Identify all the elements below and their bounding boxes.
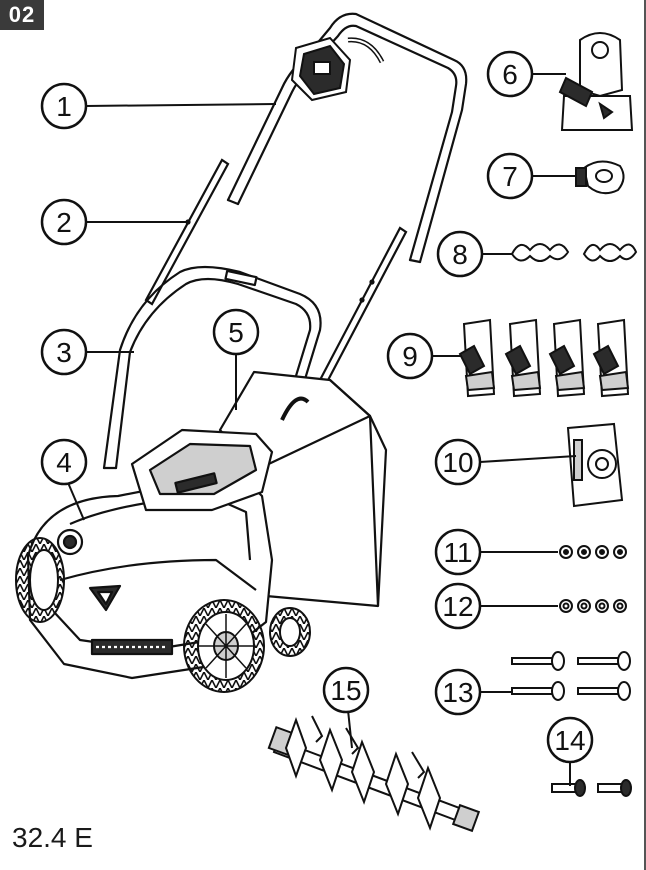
nuts [559, 545, 627, 559]
callout-10-label: 10 [442, 447, 473, 478]
callout-13-label: 13 [442, 677, 473, 708]
lower-handle [102, 265, 322, 522]
callout-7: 7 [486, 152, 534, 200]
callout-7-label: 7 [502, 161, 518, 192]
callout-4-label: 4 [56, 447, 72, 478]
callout-11-label: 11 [443, 537, 472, 568]
callout-14: 14 [546, 716, 594, 764]
callout-2: 2 [40, 198, 88, 246]
cable-strain-relief [558, 32, 634, 131]
callout-13: 13 [434, 668, 482, 716]
callout-1: 1 [40, 82, 88, 130]
callout-5: 5 [212, 308, 260, 356]
callout-10: 10 [434, 438, 482, 486]
callout-8: 8 [436, 230, 484, 278]
upper-handle [226, 12, 468, 264]
callout-9: 9 [386, 332, 434, 380]
cable-hook [575, 160, 625, 195]
pins [551, 779, 632, 797]
model-number: 32.4 E [12, 822, 93, 853]
switch-box [290, 36, 385, 102]
callout-11: 11 [434, 528, 482, 576]
figure-number-badge: 02 [0, 0, 44, 30]
callout-6: 6 [486, 50, 534, 98]
callout-3: 3 [40, 328, 88, 376]
callout-8-label: 8 [452, 239, 468, 270]
right-border [644, 0, 646, 870]
wheels [15, 537, 311, 693]
bolts [511, 651, 631, 701]
callout-15-label: 15 [330, 675, 361, 706]
quick-release-levers [458, 318, 630, 398]
cable-clips [510, 243, 638, 262]
callout-4: 4 [40, 438, 88, 486]
scarifier-roller [267, 715, 481, 833]
mounting-bracket [566, 422, 624, 508]
washers [559, 599, 627, 613]
callout-12-label: 12 [442, 591, 473, 622]
callout-1-label: 1 [56, 91, 72, 122]
leader-lines [65, 73, 577, 786]
middle-handle-bars [144, 158, 408, 386]
callout-9-label: 9 [402, 341, 418, 372]
callout-12: 12 [434, 582, 482, 630]
callout-15: 15 [322, 666, 370, 714]
callout-14-label: 14 [554, 725, 585, 756]
callout-2-label: 2 [56, 207, 72, 238]
callout-5-label: 5 [228, 317, 244, 348]
callout-6-label: 6 [502, 59, 518, 90]
callout-3-label: 3 [56, 337, 72, 368]
